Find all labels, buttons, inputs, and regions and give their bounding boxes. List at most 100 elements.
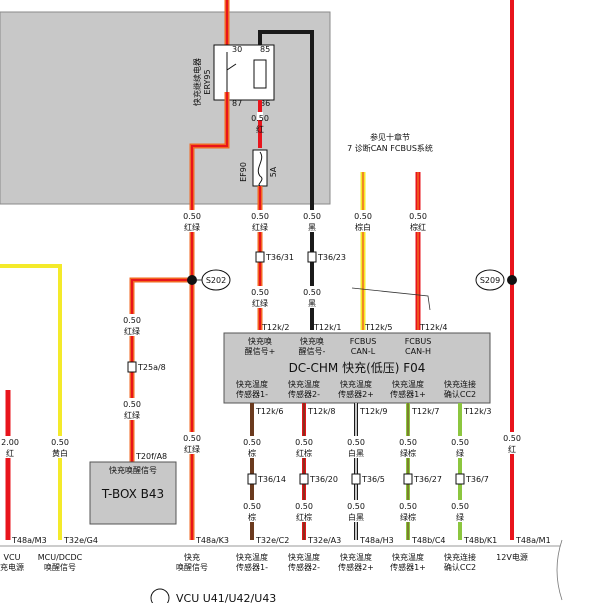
- wire-label-gauge: 0.50: [243, 502, 261, 511]
- bottom-label: VCU: [4, 553, 21, 562]
- wire-label-gauge: 0.50: [347, 438, 365, 447]
- bottom-label: 快充温度: [288, 552, 320, 562]
- dcchm-bottom-label: 传感器1+: [390, 389, 426, 399]
- fuse-feed-wire: 0.50 红: [251, 100, 269, 148]
- connector-t36-23: T36/23: [317, 253, 346, 262]
- wire-label-color: 绿棕: [400, 448, 416, 458]
- black-wire: [258, 30, 314, 330]
- bottom-label: 确认CC2: [444, 562, 476, 572]
- left-wire-color: 黄白: [52, 448, 68, 458]
- mid-wire-label: 0.50 红绿: [178, 432, 206, 454]
- relay-pin-30: 30: [232, 45, 242, 54]
- sensor-wire-labels-a: 0.50 棕 0.50 红棕 0.50 白黑 0.50 绿棕 0.50 绿: [238, 436, 474, 458]
- bottom-connector: T32e/G4: [63, 536, 98, 545]
- wire-label-color: 红绿: [184, 222, 200, 232]
- dcchm-bottom-label: 传感器2-: [288, 389, 320, 399]
- wire-label-color: 黑: [308, 223, 316, 232]
- dcchm-bottom-pins: T12k/6 T12k/8 T12k/9 T12k/7 T12k/3: [255, 407, 491, 416]
- sensor-connector: T36/5: [361, 475, 385, 484]
- t36-connectors-top: T36/31 T36/23: [255, 251, 346, 263]
- wire-label-color: 红棕: [296, 512, 312, 522]
- wire-label-gauge: 0.50: [399, 438, 417, 447]
- dcchm-bottom-pin: T12k/6: [255, 407, 283, 416]
- tbox-connector-2: T20f/A8: [135, 452, 167, 461]
- wire-label-color: 白黑: [348, 512, 364, 522]
- dcchm-top-label: 醒信号+: [245, 346, 276, 356]
- wire-label-gauge: 0.50: [303, 288, 321, 297]
- wire-label-gauge: 0.50: [123, 316, 141, 325]
- sensor-connector: T36/20: [309, 475, 338, 484]
- control-box: [0, 11, 331, 205]
- wire-label-gauge: 0.50: [399, 502, 417, 511]
- sensor-wire-labels-b: 0.50 棕 0.50 红棕 0.50 白黑 0.50 绿棕 0.50 绿: [238, 500, 474, 522]
- right-wire-gauge: 0.50: [503, 434, 521, 443]
- dcchm-top-label: FCBUS: [350, 337, 377, 346]
- bottom-connector: T32e/C2: [255, 536, 289, 545]
- wire-label-color: 绿棕: [400, 512, 416, 522]
- relay-code: ERY95: [203, 69, 212, 94]
- dcchm-module: T12k/2 T12k/1 T12k/5 T12k/4 快充唤 醒信号+ 快充唤…: [223, 323, 491, 404]
- wire-label-color: 棕红: [410, 222, 426, 232]
- tbox-module: 快充唤醒信号 T-BOX B43: [89, 461, 177, 525]
- left-wire-color: 红: [6, 448, 14, 458]
- sensor-connector: T36/7: [465, 475, 489, 484]
- dcchm-bottom-label: 确认CC2: [444, 389, 476, 399]
- wire-label-color: 红绿: [124, 326, 140, 336]
- footer: VCU U41/U42/U43: [150, 588, 276, 603]
- dcchm-bottom-label: 传感器1-: [236, 389, 268, 399]
- wire-label-gauge: 0.50: [251, 212, 269, 221]
- bottom-label: 传感器1-: [236, 562, 268, 572]
- tbox-signal-label: 快充唤醒信号: [109, 465, 157, 475]
- left-wire-gauge: 0.50: [51, 438, 69, 447]
- bottom-connector: T48a/K3: [195, 536, 229, 545]
- bottom-connector: T48a/M3: [11, 536, 47, 545]
- connector-t36-31: T36/31: [265, 253, 294, 262]
- dcchm-title: DC-CHM 快充(低压) F04: [289, 360, 426, 375]
- relay-pin-87: 87: [232, 99, 242, 108]
- dcchm-top-label: 醒信号-: [299, 346, 326, 356]
- splice-s209-label: S209: [480, 276, 500, 285]
- row1-wire-labels: 0.50 红绿 0.50 红绿 0.50 黑 0.50 棕白 0.50 棕红: [178, 210, 432, 232]
- footer-text: VCU U41/U42/U43: [176, 592, 276, 603]
- top-wire-gauge: 0.50: [251, 114, 269, 123]
- sensor-connector: T36/27: [413, 475, 442, 484]
- bottom-label: 传感器1+: [390, 562, 426, 572]
- dcchm-top-pin: T12k/4: [419, 323, 447, 332]
- right-wire-color: 红: [508, 444, 516, 454]
- dcchm-bottom-label: 传感器2+: [338, 389, 374, 399]
- bottom-connector: T48a/H3: [359, 536, 394, 545]
- dcchm-bottom-label: 快充连接: [444, 379, 476, 389]
- bottom-label: 快充温度: [236, 552, 268, 562]
- wire-label-gauge: 0.50: [409, 212, 427, 221]
- bottom-label: 12V电源: [496, 552, 528, 562]
- tbox-branch-labels: 0.50 红绿 T25a/8 0.50 红绿 T20f/A8: [118, 314, 167, 461]
- dcchm-top-label: 快充唤: [300, 336, 324, 346]
- main-wakeup-wire: [189, 92, 230, 540]
- dcchm-top-label: 快充唤: [248, 336, 272, 346]
- wire-label-color: 红绿: [252, 222, 268, 232]
- fuse-rating: 5A: [269, 166, 278, 177]
- dcchm-bottom-label: 快充温度: [340, 379, 372, 389]
- tbox-name: T-BOX B43: [101, 487, 164, 501]
- wire-label-color: 白黑: [348, 448, 364, 458]
- bottom-connector-row: T48a/M3 T32e/G4 T48a/K3 T32e/C2 T32e/A3 …: [0, 536, 563, 601]
- reference-line2: 7 诊断CAN FCBUS系统: [347, 143, 433, 153]
- wire-label-gauge: 0.50: [251, 288, 269, 297]
- bottom-connector: T48b/K1: [463, 536, 497, 545]
- dcchm-top-label: FCBUS: [405, 337, 432, 346]
- wire-label-color: 红棕: [296, 448, 312, 458]
- dcchm-bottom-pin: T12k/9: [359, 407, 387, 416]
- dcchm-top-pin: T12k/5: [364, 323, 392, 332]
- wire-label-color: 红绿: [184, 444, 200, 454]
- dcchm-top-pin: T12k/2: [261, 323, 289, 332]
- bottom-label: 传感器2+: [338, 562, 374, 572]
- relay-name: 快充继续电器: [192, 58, 202, 106]
- dcchm-bottom-label: 快充温度: [288, 379, 320, 389]
- bottom-label: 快充: [184, 552, 200, 562]
- fuse-ef90: EF90 5A: [239, 149, 278, 187]
- wire-label-gauge: 0.50: [295, 502, 313, 511]
- bottom-label: 快充温度: [340, 552, 372, 562]
- row2-wire-labels: 0.50 红绿 0.50 黑: [246, 286, 326, 308]
- splice-s202: S202: [187, 269, 231, 291]
